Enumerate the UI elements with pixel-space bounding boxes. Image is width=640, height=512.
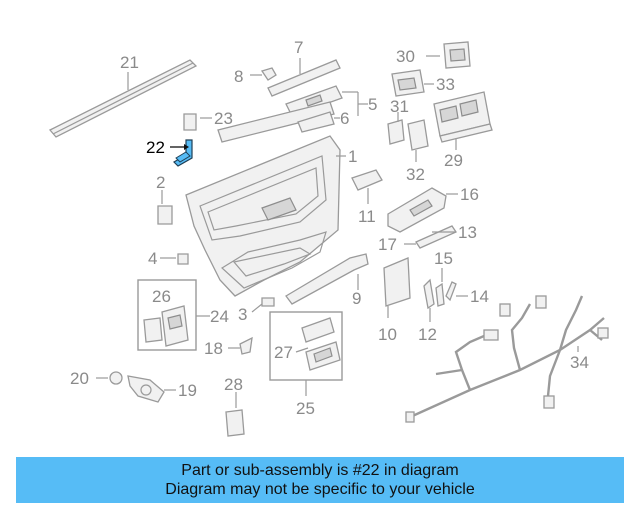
part-33-switch (391, 69, 434, 97)
callout-26[interactable]: 26 (152, 287, 171, 306)
callout-13[interactable]: 13 (458, 223, 477, 242)
callout-25[interactable]: 25 (296, 399, 315, 418)
callout-7[interactable]: 7 (294, 38, 303, 57)
part-34-wiring-harness (405, 295, 609, 423)
callout-23[interactable]: 23 (214, 109, 233, 128)
callout-22[interactable]: 22 (146, 138, 165, 157)
part-10-pocket-panel (383, 257, 411, 318)
callout-5[interactable]: 5 (368, 95, 377, 114)
part-32-switch (407, 119, 429, 162)
callout-20[interactable]: 20 (70, 369, 89, 388)
part-13-handle-cover (415, 225, 457, 249)
callout-33[interactable]: 33 (436, 75, 455, 94)
callout-11[interactable]: 11 (358, 207, 376, 226)
callout-29[interactable]: 29 (444, 151, 463, 170)
callout-14[interactable]: 14 (470, 287, 489, 306)
part-28-switch (225, 392, 245, 437)
callout-8[interactable]: 8 (234, 67, 243, 86)
callout-28[interactable]: 28 (224, 375, 243, 394)
callout-12[interactable]: 12 (418, 325, 437, 344)
part-19-speaker-cover (127, 375, 176, 403)
part-29-switch-assembly (433, 91, 493, 150)
part-4-screw (160, 253, 189, 265)
callout-19[interactable]: 19 (178, 381, 197, 400)
callout-30[interactable]: 30 (396, 47, 415, 66)
callout-31[interactable]: 31 (390, 97, 409, 116)
callout-4[interactable]: 4 (148, 249, 157, 268)
callout-27[interactable]: 27 (274, 343, 293, 362)
callout-34[interactable]: 34 (570, 353, 589, 372)
callout-2[interactable]: 2 (156, 173, 165, 192)
callout-labels: 21 7 8 5 6 23 22 1 2 4 3 26 24 18 20 19 … (70, 38, 589, 418)
callout-18[interactable]: 18 (204, 339, 223, 358)
part-11-bezel (351, 169, 383, 204)
banner-line-part: Part or sub-assembly is #22 in diagram (181, 462, 459, 479)
part-6-trim-bracket (217, 101, 340, 143)
callout-21[interactable]: 21 (120, 53, 139, 72)
callout-17[interactable]: 17 (378, 235, 397, 254)
part-20-plug (96, 371, 123, 385)
part-9-armrest-molding (285, 253, 369, 305)
callout-6[interactable]: 6 (340, 109, 349, 128)
part-3-push-pin (251, 297, 275, 313)
callout-10[interactable]: 10 (378, 325, 397, 344)
callout-24[interactable]: 24 (210, 307, 229, 326)
callout-16[interactable]: 16 (460, 185, 479, 204)
part-25-switch-group (269, 311, 343, 396)
part-24-module-group (137, 279, 210, 351)
callout-15[interactable]: 15 (434, 249, 453, 268)
part-22-highlighted[interactable] (170, 139, 193, 167)
part-30-switch (426, 41, 471, 69)
part-7-upper-trim (267, 58, 341, 97)
info-banner: Part or sub-assembly is #22 in diagram D… (16, 457, 624, 503)
part-2-clip (157, 190, 173, 225)
callout-32[interactable]: 32 (406, 165, 425, 184)
part-1-door-panel (185, 135, 346, 297)
callout-3[interactable]: 3 (238, 305, 247, 324)
part-23-grommet (183, 113, 212, 131)
part-21-belt-molding (48, 59, 198, 138)
banner-line-disclaimer: Diagram may not be specific to your vehi… (165, 481, 475, 498)
part-8-clip (250, 67, 277, 81)
part-16-switch-panel (387, 187, 458, 233)
part-14-strip (445, 281, 468, 302)
part-18-clip (228, 336, 253, 355)
callout-1[interactable]: 1 (348, 147, 357, 166)
part-31-switch (387, 112, 405, 145)
callout-9[interactable]: 9 (352, 289, 361, 308)
part-12-trim-strip (423, 278, 445, 322)
